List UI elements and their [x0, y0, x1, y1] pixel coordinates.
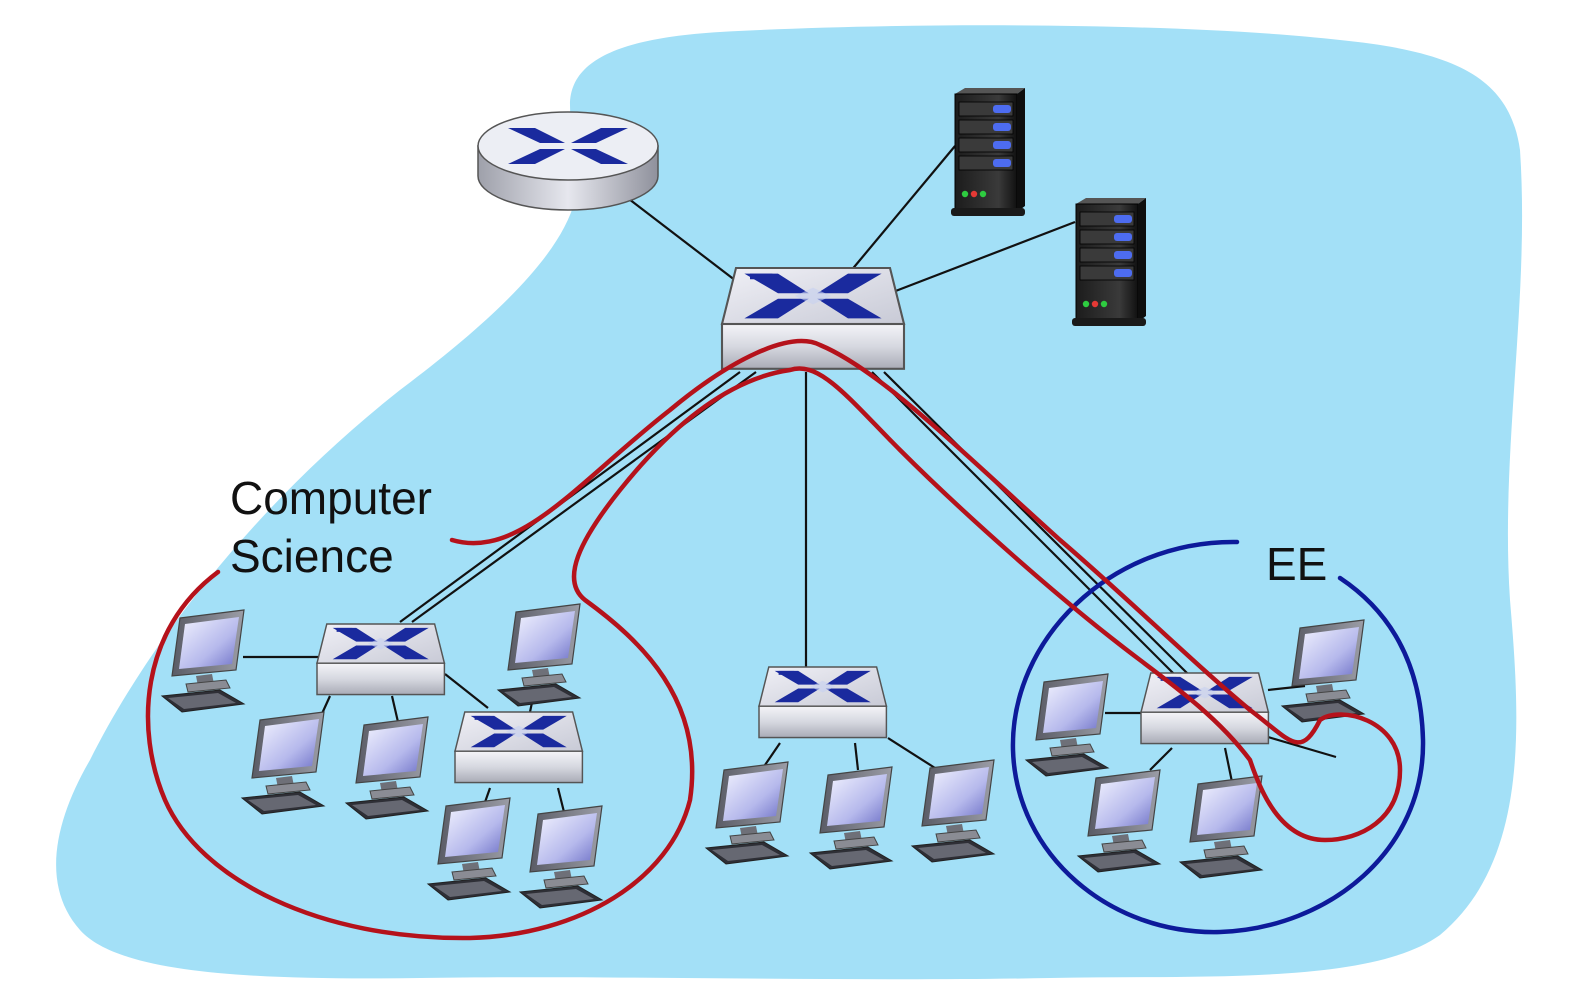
- middle-switch-icon: [758, 666, 888, 739]
- core-switch-icon: [720, 266, 906, 370]
- router-icon: [477, 111, 659, 211]
- ee-vlan-outline: [1010, 539, 1426, 935]
- label-computer-science-line1: Computer: [230, 472, 432, 524]
- cs-subswitch-icon: [454, 711, 584, 784]
- server-icon: [950, 87, 1026, 217]
- label-ee: EE: [1266, 538, 1327, 590]
- label-computer-science-line2: Science: [230, 530, 394, 582]
- cs-vlan-outline: [145, 339, 1403, 941]
- server-icon: [1071, 197, 1147, 327]
- cs-switch-icon: [316, 623, 446, 696]
